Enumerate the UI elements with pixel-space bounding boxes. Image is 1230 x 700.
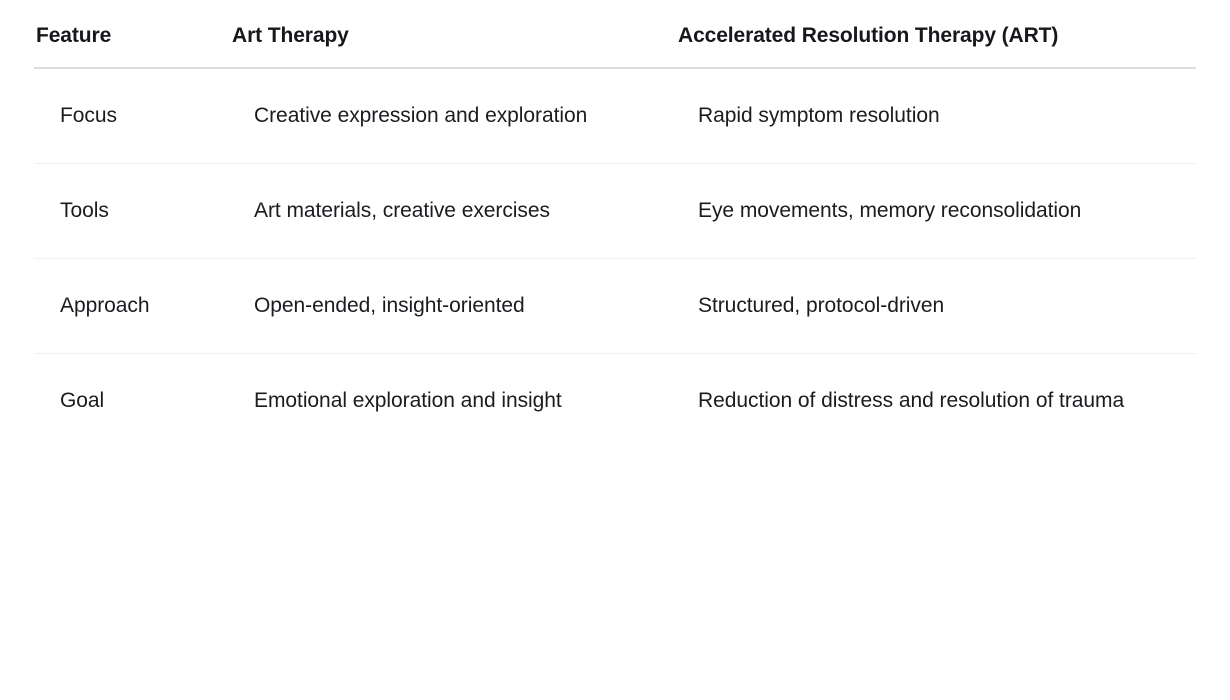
column-header-feature: Feature bbox=[34, 22, 230, 69]
column-header-accelerated-resolution-therapy: Accelerated Resolution Therapy (ART) bbox=[676, 22, 1196, 69]
cell-art-therapy: Emotional exploration and insight bbox=[254, 389, 562, 412]
cell-accelerated-resolution-therapy: Eye movements, memory reconsolidation bbox=[676, 163, 1196, 259]
table-header-row: Feature Art Therapy Accelerated Resoluti… bbox=[34, 22, 1196, 69]
cell-art-therapy: Art materials, creative exercises bbox=[230, 163, 676, 259]
cell-art-therapy: Creative expression and exploration bbox=[230, 68, 676, 164]
table-row: Focus Creative expression and exploratio… bbox=[34, 68, 1196, 164]
cell-feature: Focus bbox=[34, 68, 230, 164]
column-header-art-therapy: Art Therapy bbox=[230, 22, 676, 69]
cell-feature: Goal bbox=[60, 389, 105, 412]
cell-art-therapy: Open-ended, insight-oriented bbox=[230, 258, 676, 354]
cell-accelerated-resolution-therapy: Structured, protocol-driven bbox=[676, 258, 1196, 354]
therapy-comparison-table: Feature Art Therapy Accelerated Resoluti… bbox=[34, 22, 1196, 448]
table-header: Feature Art Therapy Accelerated Resoluti… bbox=[34, 22, 1196, 69]
table-body: Focus Creative expression and exploratio… bbox=[34, 68, 1196, 448]
cell-accelerated-resolution-therapy: Reduction of distress and resolution of … bbox=[698, 389, 1125, 412]
table-row: Approach Open-ended, insight-oriented St… bbox=[34, 258, 1196, 354]
cell-feature: Tools bbox=[34, 163, 230, 259]
comparison-table-container: Feature Art Therapy Accelerated Resoluti… bbox=[0, 22, 1230, 700]
cell-feature: Approach bbox=[34, 258, 230, 354]
table-row: Goal Emotional exploration and insight R… bbox=[34, 354, 1196, 449]
cell-accelerated-resolution-therapy: Rapid symptom resolution bbox=[676, 68, 1196, 164]
table-row: Tools Art materials, creative exercises … bbox=[34, 163, 1196, 259]
